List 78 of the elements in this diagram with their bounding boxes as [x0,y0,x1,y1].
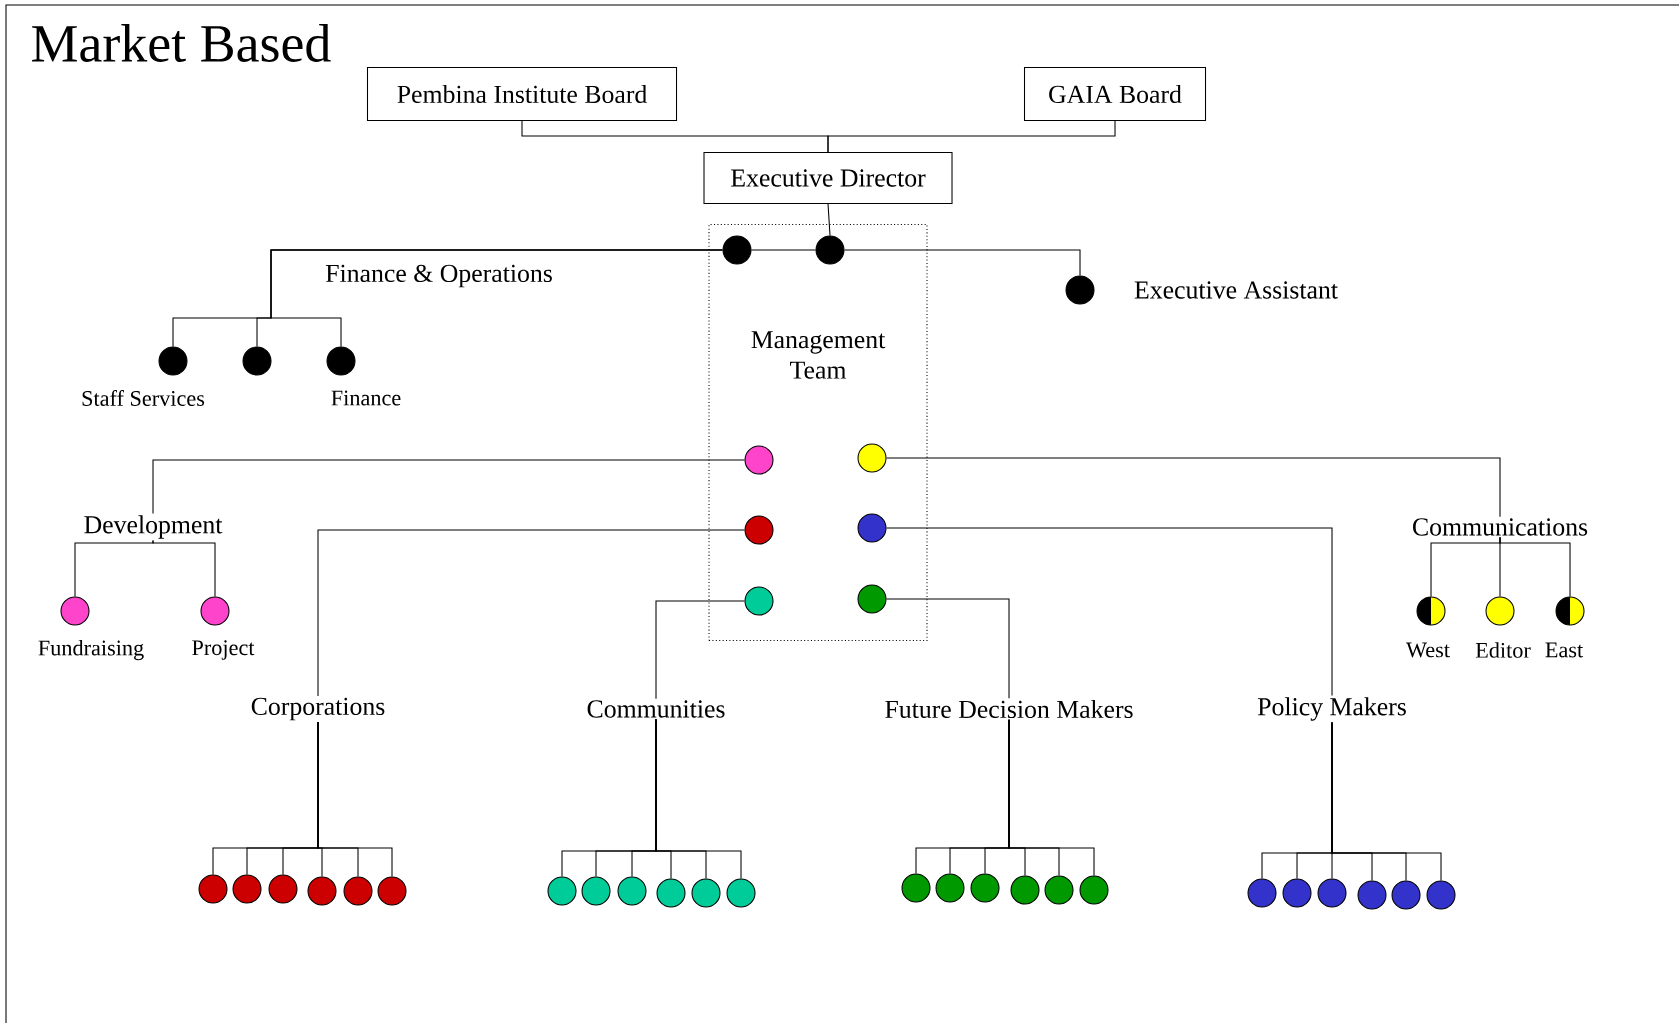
connector-line [1008,719,1095,876]
circle-label: Fundraising [38,639,144,661]
team-box: Management Team [708,224,928,642]
connector-line [844,249,1081,276]
circle-label: West [1406,642,1450,658]
circle-marker [1357,880,1387,910]
circle-marker [1247,878,1277,908]
circle-marker [815,235,845,265]
group-name: Policy Makers [1257,697,1406,721]
circle-marker [857,513,887,543]
role-box: GAIA Board [1024,66,1207,122]
circle-label: Finance [331,390,401,406]
circle-marker [970,873,1000,903]
circle-marker [656,878,686,908]
circle-label: Editor [1475,642,1531,658]
group-name: Communities [587,700,725,718]
group-name: Communications [1413,518,1588,536]
circle-marker [1426,880,1456,910]
title: Market Based [32,24,331,62]
circle-label: Staff Services [82,390,205,406]
circle-marker [1282,878,1312,908]
circle-label: Executive Assistant [1134,281,1338,299]
circle-marker [691,878,721,908]
connector-line [317,721,393,877]
circle-marker [1044,875,1074,905]
circle-marker [1065,275,1095,305]
circle-marker [1416,596,1446,626]
group-name: Development [84,515,223,539]
connector-line [886,457,1501,518]
circle-marker [198,874,228,904]
group-name: Future Decision Makers [885,699,1133,719]
circle-marker [726,878,756,908]
circle-marker [1079,875,1109,905]
circle-marker [857,443,887,473]
circle-marker [1485,596,1515,626]
connector-line [886,598,1010,699]
circle-marker [232,874,262,904]
circle-marker [722,235,752,265]
connector-line [886,527,1333,697]
circle-marker [242,346,272,376]
circle-label: East [1545,642,1584,658]
connector-line [751,249,816,251]
branch-label: Finance & Operations [325,264,552,288]
circle-marker [268,874,298,904]
circle-marker [547,876,577,906]
circle-marker [60,596,90,626]
circle-marker [935,873,965,903]
connector-line [1331,721,1442,881]
circle-marker [857,584,887,614]
circle-marker [744,445,774,475]
circle-marker [307,876,337,906]
circle-label: Project [192,640,255,660]
connector-line [152,539,216,597]
role-box: Pembina Institute Board [366,66,678,122]
connector-line [655,718,742,879]
circle-marker [200,596,230,626]
connector-line [74,539,154,597]
circle-marker [617,876,647,906]
connector-line [827,203,831,236]
group-name: Corporations [251,697,385,721]
circle-marker [158,346,188,376]
circle-marker [1391,880,1421,910]
role-box: Executive Director [703,151,953,205]
circle-marker [1317,878,1347,908]
circle-marker [744,586,774,616]
circle-marker [1010,875,1040,905]
circle-marker [377,876,407,906]
circle-marker [581,876,611,906]
circle-marker [326,346,356,376]
connector-line [152,459,745,515]
circle-marker [901,873,931,903]
connector-line [317,529,745,697]
connector-line [1499,536,1571,597]
connector-line [655,600,745,700]
circle-marker [744,515,774,545]
circle-marker [343,876,373,906]
circle-marker [1555,596,1585,626]
connector-line [827,120,1116,153]
